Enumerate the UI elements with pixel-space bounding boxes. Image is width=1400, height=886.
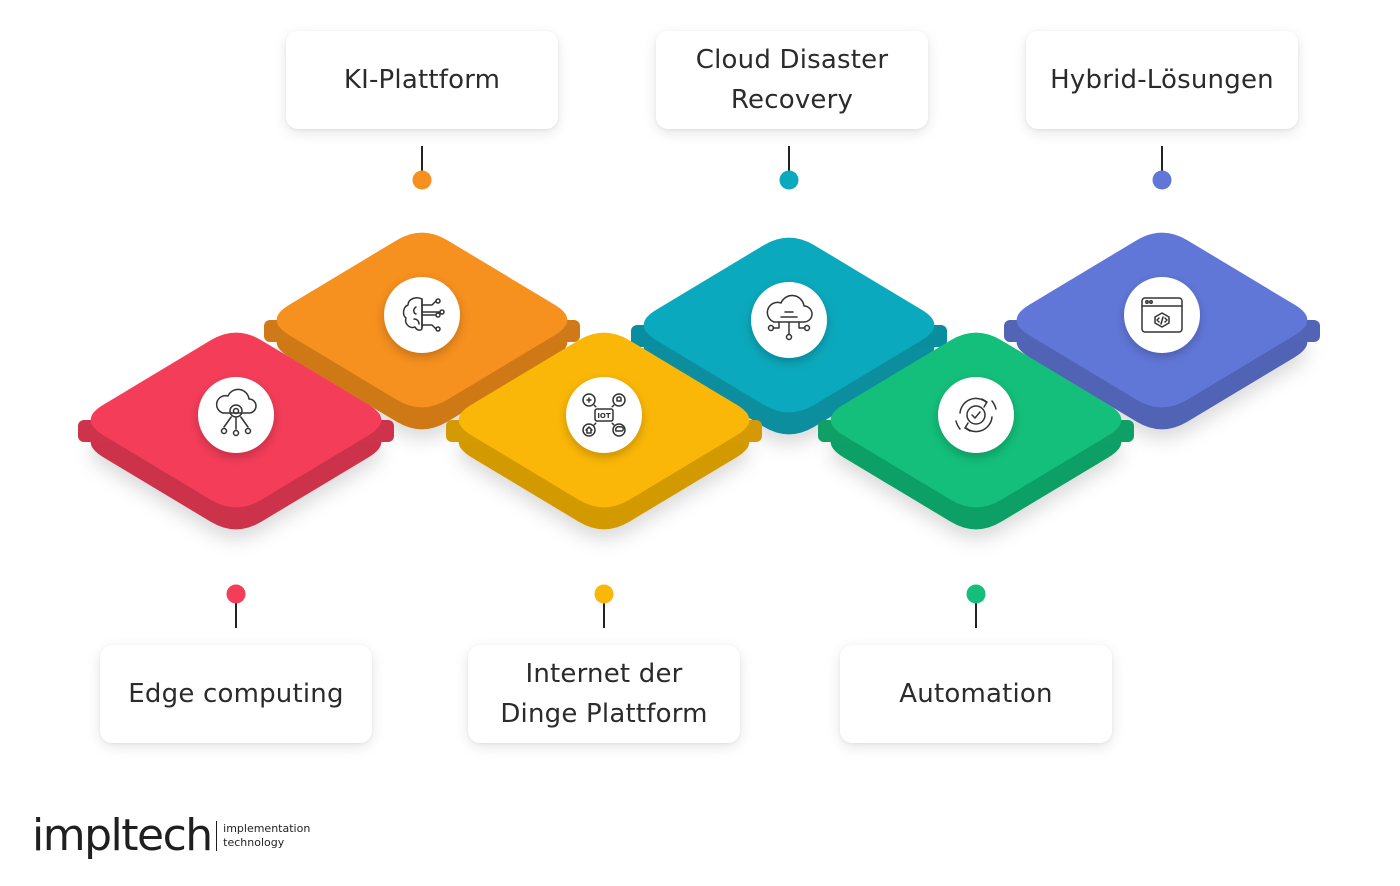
iot-icon-glyph: IOT bbox=[597, 412, 611, 420]
cloud-network-icon bbox=[766, 294, 813, 341]
logo-tagline-line2: technology bbox=[223, 836, 285, 849]
connector-cloud-disaster-recovery bbox=[779, 146, 799, 190]
connector-dot bbox=[779, 170, 799, 190]
label-text: Edge computing bbox=[128, 679, 344, 709]
iot-devices-icon: IOT bbox=[582, 393, 626, 437]
tile-iot-plattform: IOT bbox=[446, 332, 762, 530]
logo-tagline: implementation technology bbox=[223, 822, 310, 850]
label-card-cloud-disaster-recovery: Cloud Disaster Recovery bbox=[656, 31, 928, 129]
automation-cycle-check-icon bbox=[955, 397, 997, 433]
label-text: Automation bbox=[899, 679, 1053, 709]
connector-dot bbox=[966, 584, 986, 604]
label-card-edge-computing: Edge computing bbox=[100, 645, 372, 743]
tiles-layer: IOT bbox=[78, 232, 1320, 530]
icon-badge bbox=[1124, 277, 1200, 353]
connector-dot bbox=[226, 584, 246, 604]
tile-hybrid-loesungen bbox=[1004, 232, 1320, 430]
connectors-layer bbox=[226, 146, 1172, 628]
connector-iot-plattform bbox=[594, 584, 614, 628]
tile-ki-plattform bbox=[264, 232, 580, 430]
logo-divider bbox=[215, 821, 218, 851]
label-card-hybrid-loesungen: Hybrid-Lösungen bbox=[1026, 31, 1298, 129]
logo-wordmark: impltech bbox=[32, 810, 213, 861]
label-text: KI-Plattform bbox=[343, 65, 501, 95]
label-card-iot-plattform: Internet der Dinge Plattform bbox=[468, 645, 740, 743]
tile-cloud-disaster-recovery bbox=[631, 237, 947, 435]
label-text: Cloud Disaster Recovery bbox=[695, 45, 889, 115]
connector-dot bbox=[412, 170, 432, 190]
ai-brain-circuit-icon bbox=[402, 297, 445, 332]
connector-hybrid-loesungen bbox=[1152, 146, 1172, 190]
icon-badge bbox=[938, 377, 1014, 453]
browser-code-icon bbox=[1141, 297, 1183, 333]
label-text: Hybrid-Lösungen bbox=[1050, 65, 1274, 95]
label-text: Internet der Dinge Plattform bbox=[500, 659, 708, 729]
label-card-ki-plattform: KI-Plattform bbox=[286, 31, 558, 129]
label-card-automation: Automation bbox=[840, 645, 1112, 743]
connector-ki-plattform bbox=[412, 146, 432, 190]
connector-dot bbox=[1152, 170, 1172, 190]
tile-automation bbox=[818, 332, 1134, 530]
logo-tagline-line1: implementation bbox=[223, 822, 311, 835]
connector-edge-computing bbox=[226, 584, 246, 628]
impltech-logo: impltech implementation technology bbox=[32, 806, 310, 866]
icon-badge bbox=[198, 377, 274, 453]
connector-dot bbox=[594, 584, 614, 604]
connector-automation bbox=[966, 584, 986, 628]
cloud-network-gear-icon bbox=[215, 388, 257, 437]
tile-edge-computing bbox=[78, 332, 394, 530]
icon-badge bbox=[751, 282, 827, 358]
